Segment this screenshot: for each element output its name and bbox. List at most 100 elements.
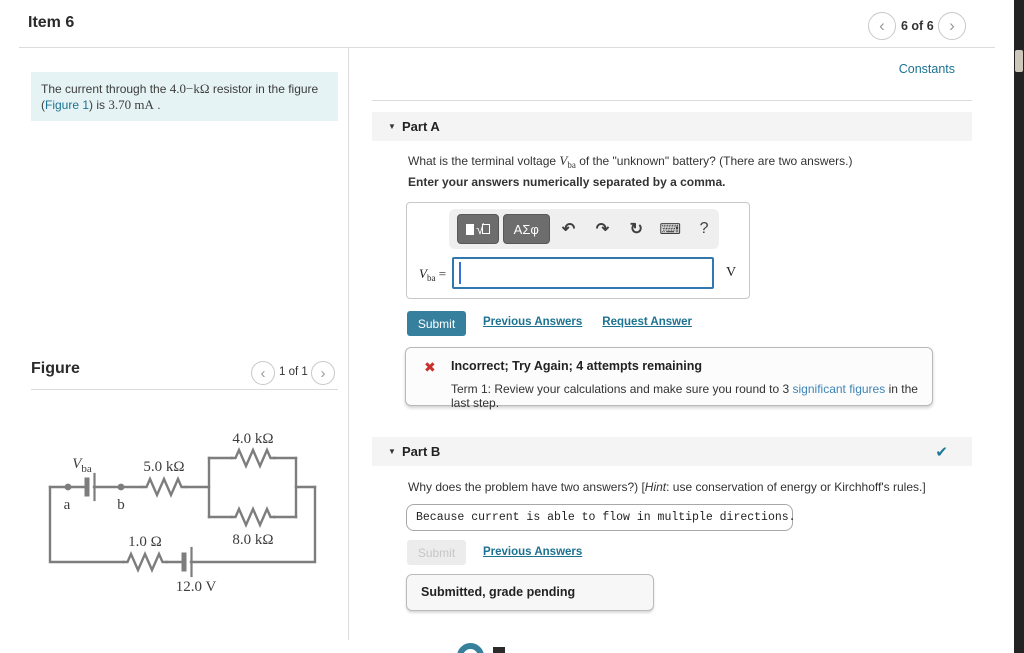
previous-answers-link[interactable]: Previous Answers: [483, 316, 583, 328]
incorrect-icon: ✖: [424, 359, 436, 375]
resistor-1ohm: [122, 551, 168, 573]
significant-figures-link[interactable]: significant figures: [792, 382, 886, 396]
item-pager-label: 6 of 6: [901, 19, 934, 33]
feedback-text: Term 1: Review your calculations and mak…: [451, 382, 793, 396]
figure-title: Figure: [31, 360, 80, 377]
header-divider: [19, 47, 995, 48]
part-a-title: Part A: [402, 119, 440, 134]
resistor-4k: [230, 447, 276, 469]
question-text: of the "unknown" battery? (There are two…: [575, 154, 853, 168]
problem-statement: The current through the 4.0−kΩ resistor …: [31, 72, 338, 121]
v-symbol: V: [419, 266, 427, 281]
chevron-left-icon: ‹: [879, 16, 885, 35]
vba-main: V: [72, 456, 83, 472]
label-node-a: a: [64, 497, 71, 513]
vba-sub: ba: [81, 463, 92, 475]
keyboard-icon[interactable]: ⌨: [659, 221, 682, 238]
scrollbar-thumb[interactable]: [1015, 50, 1023, 72]
answer-unit: V: [726, 265, 737, 280]
circuit-figure: 4.0 kΩ 5.0 kΩ Vba a b 8.0 kΩ 1.0 Ω 12.0 …: [48, 431, 317, 595]
part-b-header[interactable]: ▼ Part B ✔: [372, 437, 972, 466]
math-template-button[interactable]: √: [457, 214, 499, 244]
prev-item-button[interactable]: ‹: [868, 12, 896, 40]
part-b-answer-text: Because current is able to flow in multi…: [416, 511, 796, 524]
chevron-right-icon: ›: [320, 364, 326, 382]
circuit-wires: [48, 447, 317, 578]
footer-text-fragment: [493, 647, 505, 653]
chevron-right-icon: ›: [949, 16, 955, 35]
problem-text: The current through the: [41, 82, 170, 96]
figure-prev-button[interactable]: ‹: [251, 361, 275, 385]
node-a-dot: [64, 483, 72, 491]
next-item-button[interactable]: ›: [938, 12, 966, 40]
label-12v: 12.0 V: [176, 579, 217, 595]
v-symbol: V: [559, 153, 568, 168]
question-text: Why does the problem have two answers?) …: [408, 480, 645, 494]
status-box: Submitted, grade pending: [406, 574, 654, 611]
problem-text: .: [153, 98, 161, 112]
collapse-caret-icon: ▼: [388, 122, 396, 131]
chevron-left-icon: ‹: [260, 364, 266, 382]
request-answer-link[interactable]: Request Answer: [602, 316, 692, 328]
redo-icon[interactable]: ↷: [595, 221, 610, 238]
figure-next-button[interactable]: ›: [311, 361, 335, 385]
greek-icon: ΑΣφ: [513, 221, 539, 237]
part-b-title: Part B: [402, 444, 441, 459]
node-b-dot: [117, 483, 125, 491]
status-label: Submitted, grade pending: [421, 585, 576, 599]
label-4k: 4.0 kΩ: [232, 431, 273, 447]
part-a-links: Previous Answers Request Answer: [483, 316, 712, 328]
problem-text: ) is: [89, 98, 109, 112]
label-vba: Vba: [72, 456, 92, 475]
text-caret: [459, 262, 461, 284]
figure-link[interactable]: Figure 1: [45, 98, 90, 112]
equals-sign: =: [435, 266, 447, 281]
v-subscript: ba: [567, 160, 576, 170]
scrollbar-track[interactable]: [1014, 0, 1024, 653]
correct-check-icon: ✔: [935, 443, 948, 461]
part-b-submit-button-disabled: Submit: [407, 540, 466, 565]
reset-icon[interactable]: ↻: [629, 221, 644, 238]
feedback-body: Term 1: Review your calculations and mak…: [451, 382, 932, 410]
question-text: What is the terminal voltage: [408, 154, 560, 168]
part-b-answer-box[interactable]: Because current is able to flow in multi…: [406, 504, 796, 531]
resistor-5k: [141, 476, 187, 498]
help-icon[interactable]: ?: [699, 220, 709, 237]
outline-square-icon: [481, 224, 490, 234]
current-value: 3.70 mA: [108, 97, 154, 112]
part-a-question: What is the terminal voltage Vba of the …: [408, 153, 968, 170]
label-1ohm: 1.0 Ω: [128, 534, 162, 550]
incorrect-feedback-box: ✖ Incorrect; Try Again; 4 attempts remai…: [405, 347, 933, 410]
part-a-header[interactable]: ▼ Part A: [372, 112, 972, 141]
figure-divider: [31, 389, 338, 390]
part-b-question: Why does the problem have two answers?) …: [408, 480, 968, 494]
question-text: : use conservation of energy or Kirchhof…: [666, 480, 926, 494]
label-8k: 8.0 kΩ: [232, 532, 273, 548]
greek-symbols-button[interactable]: ΑΣφ: [502, 214, 550, 244]
label-node-b: b: [117, 497, 125, 513]
part-b-links: Previous Answers: [483, 546, 602, 558]
feedback-text: in the last step.: [451, 382, 918, 410]
page-title: Item 6: [28, 14, 75, 31]
undo-icon[interactable]: ↶: [561, 221, 576, 238]
resistor-value: 4.0−kΩ: [169, 81, 210, 96]
part-a-instruction: Enter your answers numerically separated…: [408, 175, 726, 189]
panel-divider: [348, 48, 349, 640]
v-subscript: ba: [426, 273, 436, 283]
part-a-submit-button[interactable]: Submit: [407, 311, 466, 336]
answer-label: Vba =: [419, 266, 446, 283]
collapse-caret-icon: ▼: [388, 447, 396, 456]
previous-answers-link[interactable]: Previous Answers: [483, 546, 583, 558]
footer-help-icon[interactable]: [457, 643, 484, 653]
equation-toolbar: √ ΑΣφ ↶ ↷ ↻ ⌨ ?: [449, 209, 719, 249]
sqrt-icon: √: [476, 221, 484, 237]
part-a-answer-input[interactable]: [452, 257, 714, 289]
filled-square-icon: [466, 223, 475, 235]
constants-link[interactable]: Constants: [898, 62, 955, 76]
problem-text: resistor in the figure (: [41, 82, 319, 112]
figure-pager-label: 1 of 1: [279, 366, 308, 378]
feedback-title: Incorrect; Try Again; 4 attempts remaini…: [451, 359, 702, 373]
resistor-8k: [230, 506, 276, 528]
hint-text: Hint: [644, 480, 667, 494]
